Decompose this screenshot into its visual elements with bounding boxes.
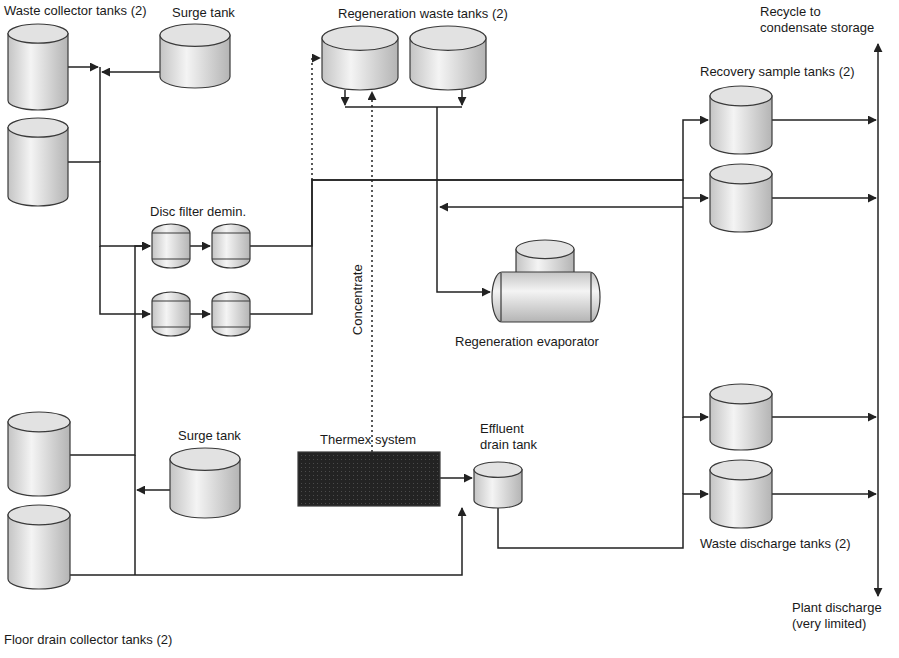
drain-tank: Effluent drain tank: [472, 420, 554, 512]
pipe-arrow: [772, 416, 876, 418]
equipment-label: Waste discharge tanks (2): [700, 536, 851, 552]
outflow-pipe: [877, 44, 879, 596]
equipment-icon: [698, 382, 868, 554]
equipment-icon: [3, 2, 173, 212]
equipment-label: Effluent drain tank: [480, 421, 552, 452]
tank-top: [710, 164, 772, 184]
pipe-arrow: [461, 90, 463, 105]
flow-line: [68, 162, 150, 246]
flow-destination-note: Plant discharge (very limited): [792, 600, 892, 631]
tank-top: [8, 118, 68, 137]
header-pipe: [345, 106, 462, 108]
flow-line: [250, 120, 708, 246]
equipment-label: Floor drain collector tanks (2): [4, 632, 172, 648]
filter-vessel: [212, 224, 250, 268]
equipment-label: Surge tank: [178, 428, 241, 444]
pipe-lines: [68, 44, 878, 596]
pipe-arrow: [772, 119, 876, 121]
tank-top: [322, 26, 398, 50]
vessel-seam: [212, 233, 250, 259]
surge-tank: Surge tank: [168, 426, 243, 520]
equipment-label: Regeneration waste tanks (2): [338, 6, 508, 22]
evaporator-seam: [501, 273, 591, 321]
flow-destination-note: Recycle to condensate storage: [760, 4, 888, 35]
equipment-icon: [148, 202, 252, 340]
header-pipe: [682, 417, 684, 494]
equipment-icon: [698, 62, 868, 234]
flow-line: [440, 477, 472, 479]
filter-vessel: [212, 292, 250, 336]
tank-top: [474, 462, 522, 477]
tank-top: [410, 26, 486, 50]
tank-top: [8, 505, 70, 525]
flow-line: [70, 246, 150, 455]
flow-line: [437, 107, 490, 292]
flow-line: [440, 206, 683, 208]
tank-body: [8, 422, 70, 496]
pipe-arrow: [190, 313, 210, 315]
pipe-arrow: [68, 66, 98, 68]
tank-group: Waste discharge tanks (2): [698, 382, 868, 554]
tank-group: Recovery sample tanks (2): [698, 62, 868, 234]
tank-group: Regeneration waste tanks (2): [320, 4, 550, 94]
thermex-box: [298, 452, 440, 506]
pipe-arrow: [100, 246, 150, 314]
flow-line: [102, 71, 160, 73]
tank-group: Floor drain collector tanks (2): [3, 408, 208, 652]
tank-top: [170, 448, 240, 470]
pipe-arrow: [190, 245, 210, 247]
vessel-seam: [152, 233, 190, 259]
pipe-arrow: [772, 493, 876, 495]
header-pipe: [134, 455, 136, 575]
tank-top: [710, 86, 772, 106]
tank-top: [516, 240, 574, 259]
tank-top: [710, 460, 772, 480]
equipment-icon: [3, 408, 208, 652]
tank-top: [8, 24, 68, 43]
dotted-flow-line: [312, 58, 320, 180]
tank-top: [8, 412, 70, 432]
evaporator: Regeneration evaporator: [452, 238, 622, 352]
surge-tank: Surge tank: [158, 3, 237, 91]
flow-label: Concentrate: [349, 264, 365, 335]
pipe-arrow: [772, 197, 876, 199]
tank-top: [160, 24, 230, 46]
tank-top: [710, 384, 772, 404]
equipment-label: Disc filter demin.: [150, 204, 246, 220]
equipment-icon: [452, 238, 622, 350]
flow-line: [137, 489, 170, 491]
equipment-label: Waste collector tanks (2): [4, 3, 147, 19]
flow-line: [498, 494, 708, 548]
tank-body: [8, 128, 68, 206]
filter-vessel: [152, 224, 190, 268]
equipment-label: Thermex system: [320, 432, 416, 448]
pipe-arrow: [683, 197, 708, 199]
pipe-arrow: [344, 90, 346, 105]
header-pipe: [99, 67, 101, 162]
thermex-unit: Thermex system: [296, 430, 442, 508]
equipment-label: Regeneration evaporator: [455, 334, 599, 350]
evaporator-body: [492, 272, 600, 322]
tank-body: [8, 34, 68, 110]
dotted-flow-line: [371, 92, 373, 452]
tank-body: [8, 515, 70, 589]
flow-line: [250, 180, 708, 417]
tank-group: Waste collector tanks (2): [3, 2, 173, 212]
filter-vessel: [152, 292, 190, 336]
flow-line: [70, 508, 462, 575]
equipment-label: Recovery sample tanks (2): [700, 64, 855, 80]
vessel-seam: [212, 301, 250, 327]
vessel-seam: [152, 301, 190, 327]
filter-demineralizer: Disc filter demin.: [148, 202, 252, 340]
equipment-label: Surge tank: [172, 5, 235, 21]
